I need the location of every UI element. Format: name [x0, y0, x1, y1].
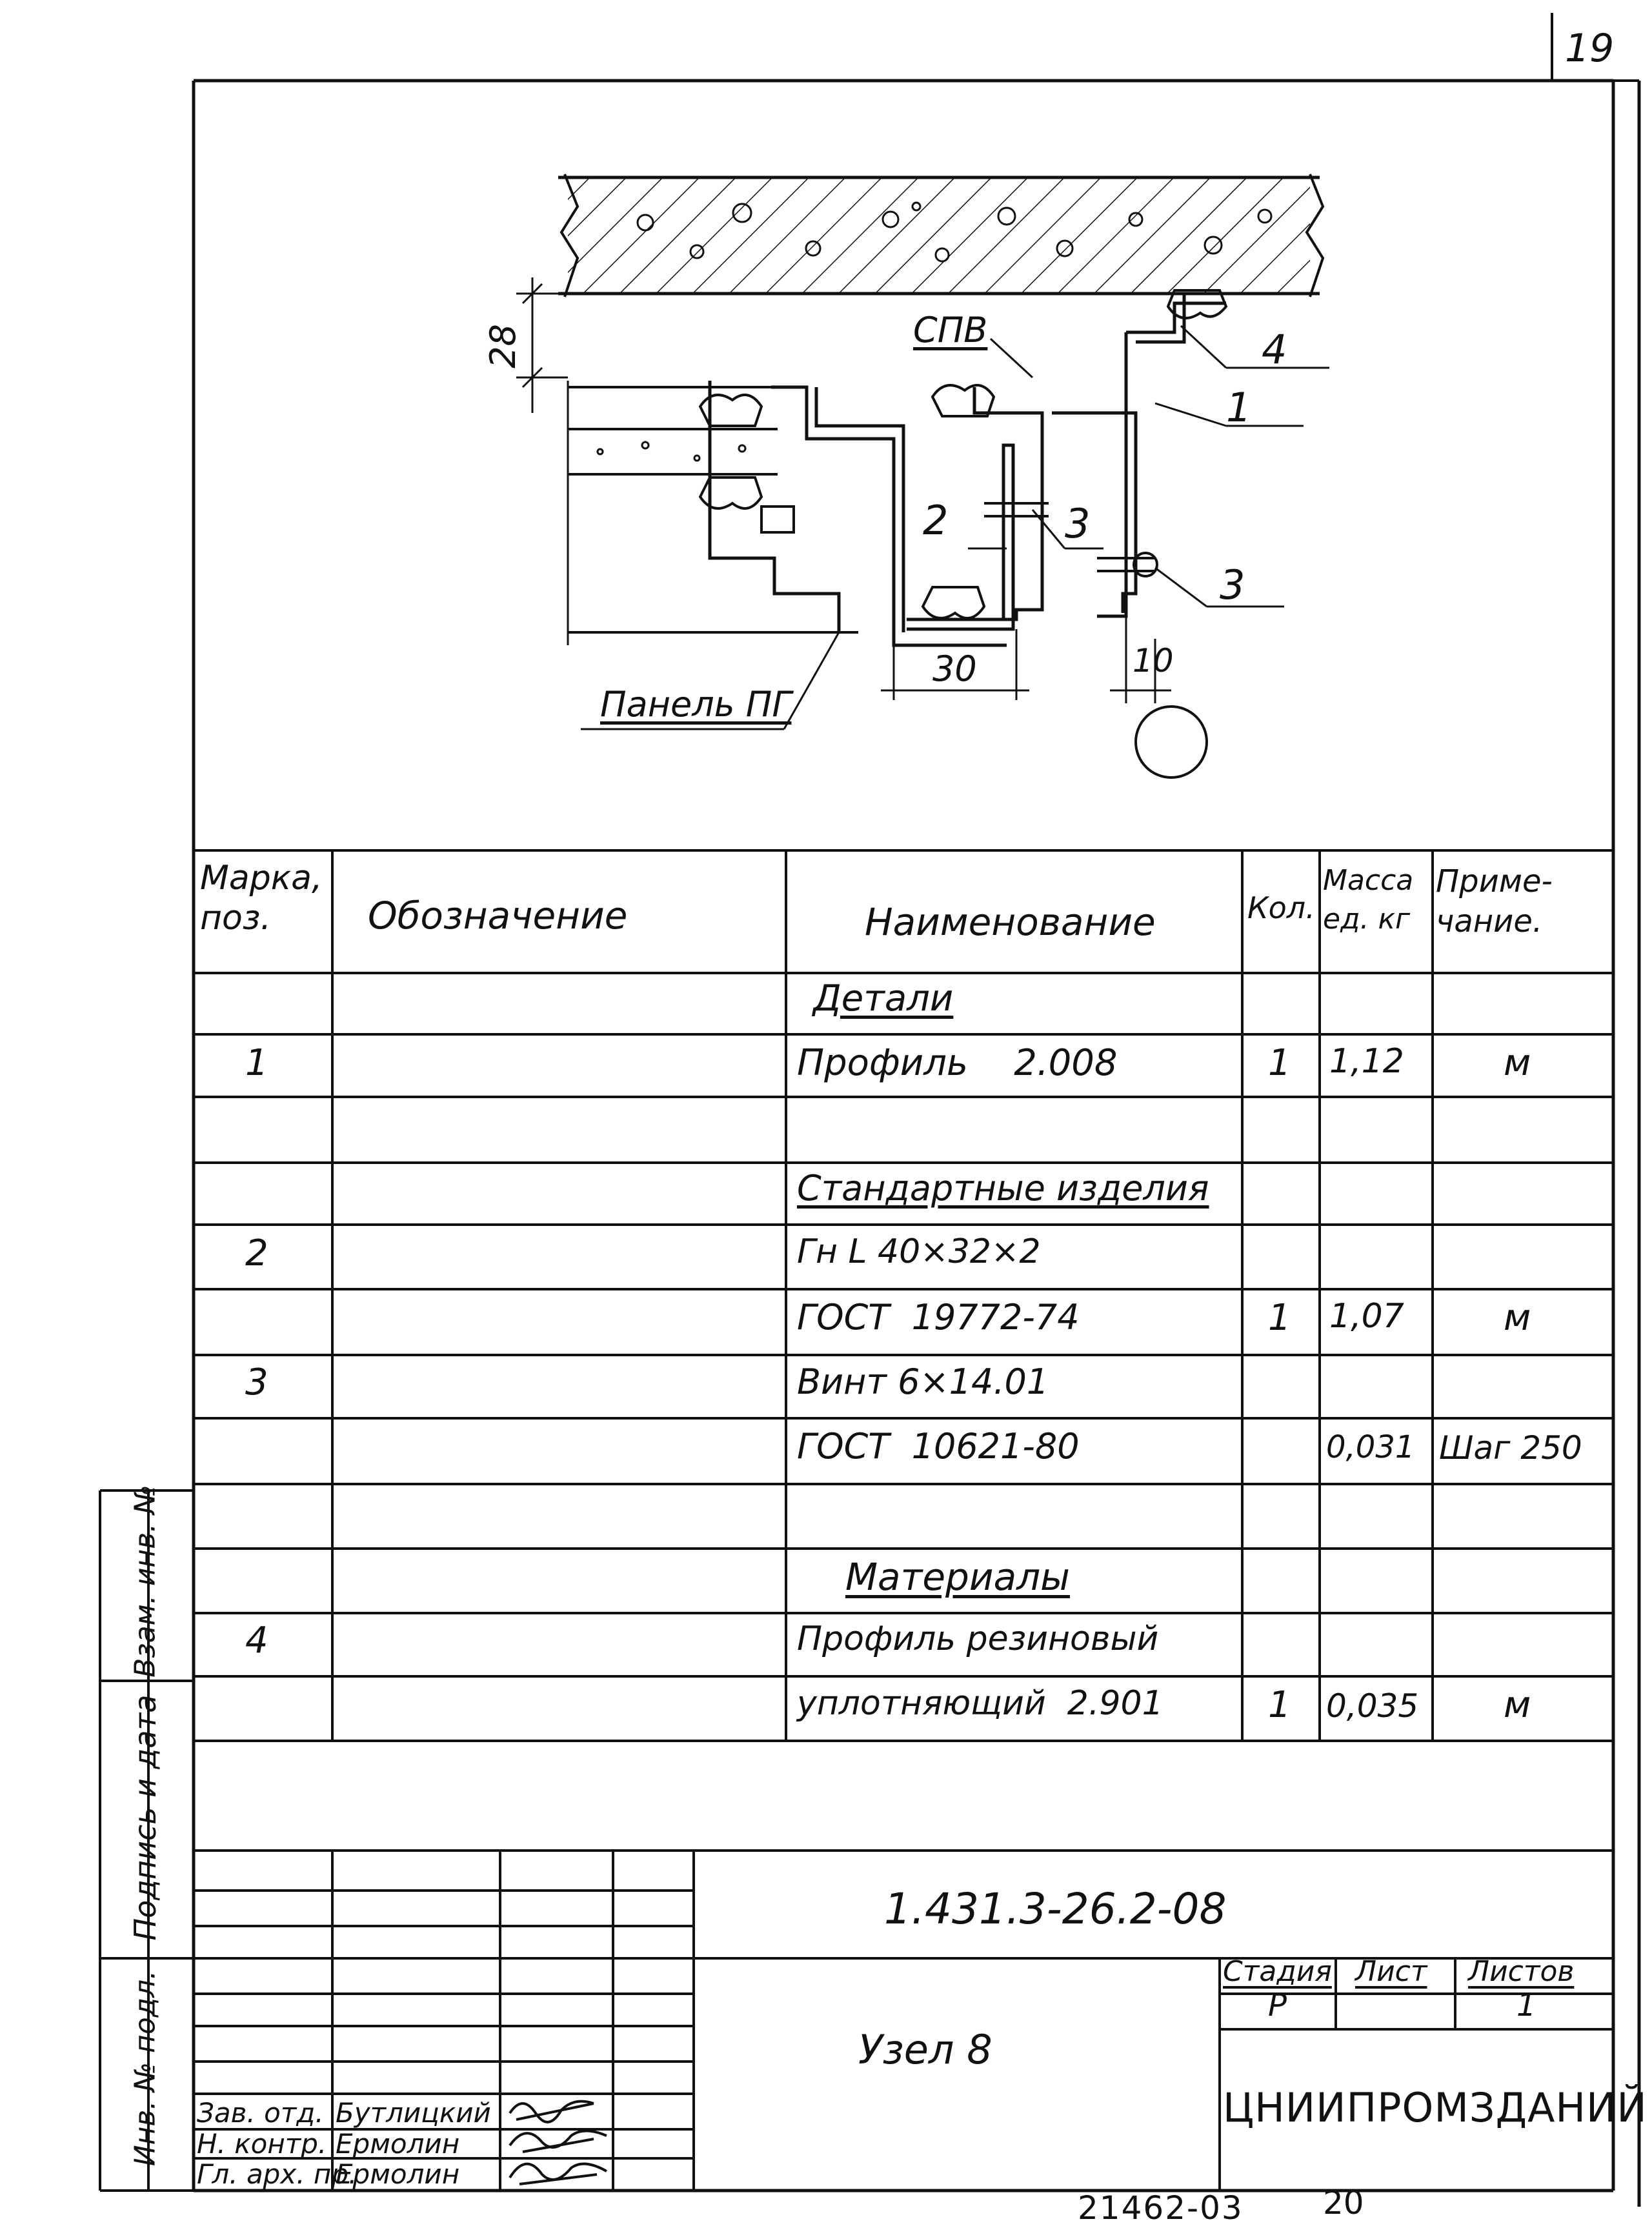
header-designation: Обозначение	[368, 894, 628, 938]
row-name: Гн L 40×32×2	[797, 1232, 1041, 1271]
row-mark: 2	[245, 1232, 268, 1274]
row-name: ГОСТ 10621-80	[797, 1426, 1080, 1467]
concrete-slab	[558, 174, 1325, 297]
row-mass: 1,12	[1329, 1042, 1404, 1081]
row-qty: 1	[1268, 1042, 1291, 1084]
stage-label: Стадия	[1223, 1955, 1332, 1988]
row-note: м	[1504, 1297, 1531, 1339]
spec-table-grid	[194, 849, 1613, 1742]
screws	[760, 502, 1158, 577]
header-mark: Марка, поз.	[200, 859, 323, 938]
row-mark: 1	[245, 1042, 268, 1084]
name-butlitsky: Бутлицкий	[336, 2097, 491, 2129]
panel-pg	[567, 381, 858, 645]
archive-number: 21462-03	[1078, 2189, 1244, 2227]
organization: ЦНИИПРОМЗДАНИЙ	[1223, 2084, 1647, 2131]
row-mass: 1,07	[1329, 1297, 1404, 1336]
row-qty: 1	[1268, 1297, 1291, 1339]
frame-profile	[708, 294, 1226, 647]
row-name: Профиль резиновый	[797, 1620, 1159, 1658]
position-label-3a: 3	[1065, 500, 1091, 547]
title-block-grid	[194, 1849, 1613, 2191]
header-qty: Кол.	[1247, 890, 1315, 925]
side-stamp-grid	[99, 1489, 194, 2192]
row-name: уплотняющий 2.901	[797, 1684, 1163, 1723]
spv-label: СПВ	[913, 310, 988, 350]
position-label-1: 1	[1226, 384, 1252, 431]
row-mass: 0,035	[1326, 1687, 1419, 1725]
dimension-28	[516, 277, 568, 413]
row-mass: 0,031	[1326, 1429, 1415, 1465]
sheets-label: Листов	[1468, 1955, 1575, 1988]
node-drawing	[516, 174, 1329, 779]
row-mark: 3	[245, 1361, 268, 1403]
row-note: Шаг 250	[1439, 1429, 1582, 1467]
row-mark: 4	[245, 1620, 268, 1661]
section-title-materials: Материалы	[845, 1555, 1070, 1599]
document-code: 1.431.3-26.2-08	[884, 1884, 1227, 1934]
position-label-2: 2	[923, 497, 949, 544]
name-ermolin-2: Ермолин	[336, 2158, 460, 2190]
row-name: Винт 6×14.01	[797, 1361, 1049, 1402]
drawing-title: Узел 8	[858, 2026, 992, 2073]
row-qty: 1	[1268, 1684, 1291, 1726]
side-stamp-vzam-inv: Взам. инв. №	[128, 1485, 162, 1678]
position-label-3b: 3	[1220, 561, 1245, 608]
name-ermolin-1: Ермолин	[336, 2128, 460, 2160]
header-mass: Масса ед. кг	[1323, 864, 1414, 936]
row-note: м	[1504, 1684, 1531, 1726]
dimension-label-28: 28	[482, 324, 523, 368]
dimension-30-10	[881, 613, 1208, 779]
leaders	[581, 325, 1329, 730]
rubber-seals	[698, 289, 1228, 619]
role-zav-otd: Зав. отд.	[197, 2097, 324, 2129]
section-title-details: Детали	[813, 978, 954, 1019]
sheet-label: Лист	[1355, 1955, 1427, 1988]
dimension-label-10: 10	[1133, 642, 1174, 679]
page-number: 20	[1323, 2184, 1364, 2222]
aggregate-dots	[636, 201, 1273, 263]
sheets-value: 1	[1516, 1987, 1536, 2023]
row-name: Профиль 2.008	[797, 1042, 1118, 1084]
dimension-label-30: 30	[932, 648, 977, 689]
sheet-number: 19	[1565, 26, 1615, 71]
side-stamp-inv-podl: Инв. № подл.	[128, 1970, 162, 2167]
sheet-frame	[192, 79, 1641, 2207]
signatures	[509, 2100, 607, 2185]
position-label-4: 4	[1262, 326, 1287, 373]
header-note: Приме-чание.	[1436, 863, 1553, 939]
side-stamp-podpis-data: Подпись и дата	[128, 1694, 163, 1941]
angle-piece	[907, 443, 1015, 631]
section-title-standard: Стандартные изделия	[797, 1168, 1209, 1209]
row-name: ГОСТ 19772-74	[797, 1297, 1080, 1338]
row-note: м	[1504, 1042, 1531, 1084]
panel-label: Панель ПГ	[600, 684, 792, 725]
role-n-kontr: Н. контр.	[197, 2128, 327, 2160]
stage-value: Р	[1268, 1987, 1287, 2023]
header-name: Наименование	[865, 900, 1156, 944]
role-gl-arh: Гл. арх. пр.	[197, 2158, 358, 2190]
